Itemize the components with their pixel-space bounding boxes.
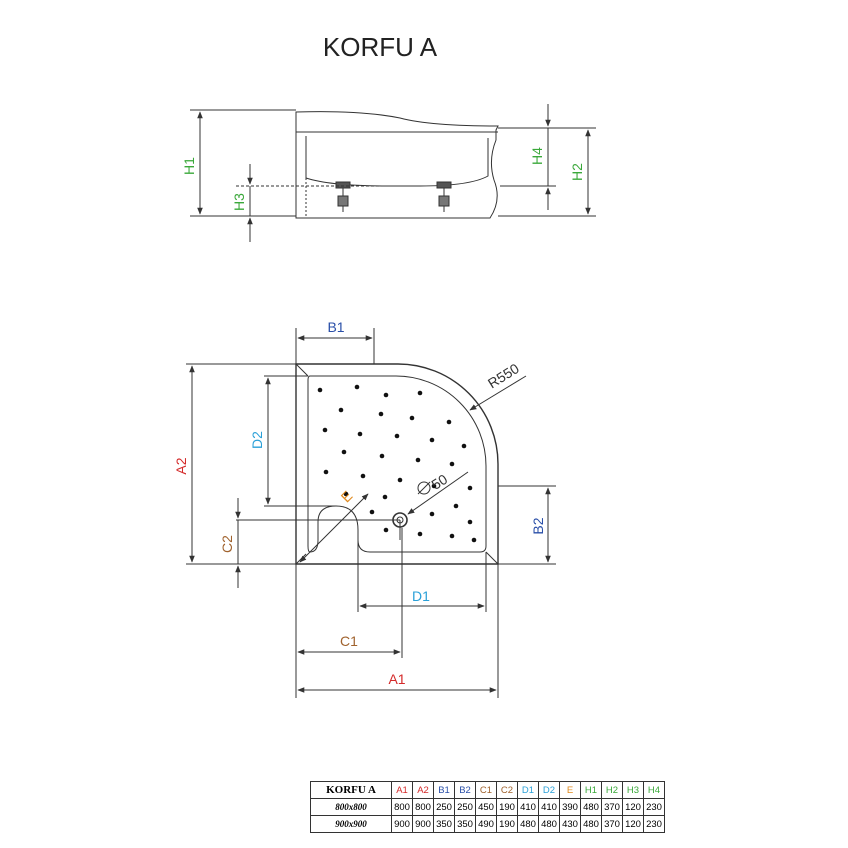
col-D1: D1 [517, 781, 539, 799]
dim-drain-line [407, 471, 469, 515]
side-view-tray [295, 111, 499, 219]
table-row: 800x800 800 800 250 250 450 190 410 410 … [310, 798, 665, 816]
col-H4: H4 [643, 781, 665, 799]
plan-view-outer [295, 363, 499, 565]
cell: 190 [496, 798, 518, 816]
label-H2: H2 [569, 163, 585, 181]
label-C2: C2 [219, 535, 235, 553]
label-B1: B1 [327, 319, 344, 335]
label-R550: R550 [485, 360, 522, 391]
col-H2: H2 [601, 781, 623, 799]
cell: 490 [475, 815, 497, 833]
label-A1: A1 [388, 671, 405, 687]
row-model: 900x900 [310, 815, 392, 833]
spec-table: KORFU A A1 A2 B1 B2 C1 C2 D1 D2 E H1 H2 … [310, 781, 665, 833]
cell: 480 [538, 815, 560, 833]
spec-table-header-row: KORFU A A1 A2 B1 B2 C1 C2 D1 D2 E H1 H2 … [310, 781, 665, 799]
label-D1: D1 [412, 588, 430, 604]
row-model: 800x800 [310, 798, 392, 816]
side-view-foot-left [335, 181, 351, 212]
label-H1: H1 [181, 157, 197, 175]
cell: 370 [601, 815, 623, 833]
cell: 230 [643, 815, 665, 833]
technical-drawing: H1 H3 H4 H2 [173, 104, 596, 698]
cell: 250 [433, 798, 455, 816]
label-C1: C1 [340, 633, 358, 649]
cell: 480 [517, 815, 539, 833]
cell: 250 [454, 798, 476, 816]
side-view [190, 104, 596, 242]
cell: 900 [412, 815, 434, 833]
col-A2: A2 [412, 781, 434, 799]
spec-table-name: KORFU A [310, 781, 392, 799]
col-H1: H1 [580, 781, 602, 799]
product-title: KORFU A [322, 32, 438, 62]
col-C1: C1 [475, 781, 497, 799]
label-H4: H4 [529, 147, 545, 165]
col-E: E [559, 781, 581, 799]
col-B1: B1 [433, 781, 455, 799]
cell: 370 [601, 798, 623, 816]
cell: 800 [412, 798, 434, 816]
cell: 800 [391, 798, 413, 816]
cell: 430 [559, 815, 581, 833]
col-B2: B2 [454, 781, 476, 799]
label-D2: D2 [249, 431, 265, 449]
dim-E-line [299, 493, 369, 563]
cell: 900 [391, 815, 413, 833]
dim-R-line [469, 375, 527, 411]
cell: 120 [622, 815, 644, 833]
cell: 230 [643, 798, 665, 816]
diameter-icon [417, 481, 431, 495]
cell: 410 [538, 798, 560, 816]
table-row: 900x900 900 900 350 350 490 190 480 480 … [310, 815, 665, 833]
label-A2: A2 [173, 457, 189, 474]
cell: 190 [496, 815, 518, 833]
cell: 120 [622, 798, 644, 816]
label-B2: B2 [530, 517, 546, 534]
cell: 480 [580, 815, 602, 833]
anti-slip-dots [317, 384, 477, 543]
cell: 450 [475, 798, 497, 816]
cell: 350 [433, 815, 455, 833]
col-D2: D2 [538, 781, 560, 799]
col-C2: C2 [496, 781, 518, 799]
side-view-foot-right [436, 181, 452, 212]
cell: 350 [454, 815, 476, 833]
label-H3: H3 [231, 193, 247, 211]
label-drain-diameter: 50 [429, 471, 451, 493]
cell: 410 [517, 798, 539, 816]
col-H3: H3 [622, 781, 644, 799]
plan-view [186, 328, 556, 698]
cell: 480 [580, 798, 602, 816]
label-E: E [338, 488, 356, 506]
cell: 390 [559, 798, 581, 816]
col-A1: A1 [391, 781, 413, 799]
